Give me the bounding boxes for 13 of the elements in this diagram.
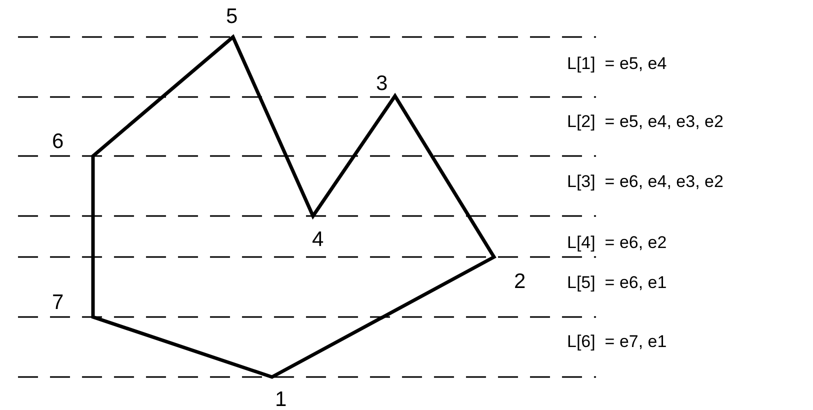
scan-line-label: L[4] = e6, e2 — [567, 234, 667, 251]
vertex-number: 4 — [312, 229, 324, 250]
scan-line-label: L[3] = e6, e4, e3, e2 — [567, 173, 724, 190]
vertex-number: 7 — [52, 292, 64, 313]
scan-line-label: L[2] = e5, e4, e3, e2 — [567, 113, 724, 130]
vertex-number: 5 — [226, 6, 238, 27]
vertex-number: 6 — [52, 131, 64, 152]
vertex-number: 2 — [514, 271, 526, 292]
vertex-number: 1 — [275, 389, 287, 410]
scan-line-label: L[6] = e7, e1 — [567, 333, 667, 350]
scan-line-label: L[1] = e5, e4 — [567, 55, 667, 72]
scan-line-label: L[5] = e6, e1 — [567, 274, 667, 291]
vertex-number: 3 — [376, 73, 388, 94]
